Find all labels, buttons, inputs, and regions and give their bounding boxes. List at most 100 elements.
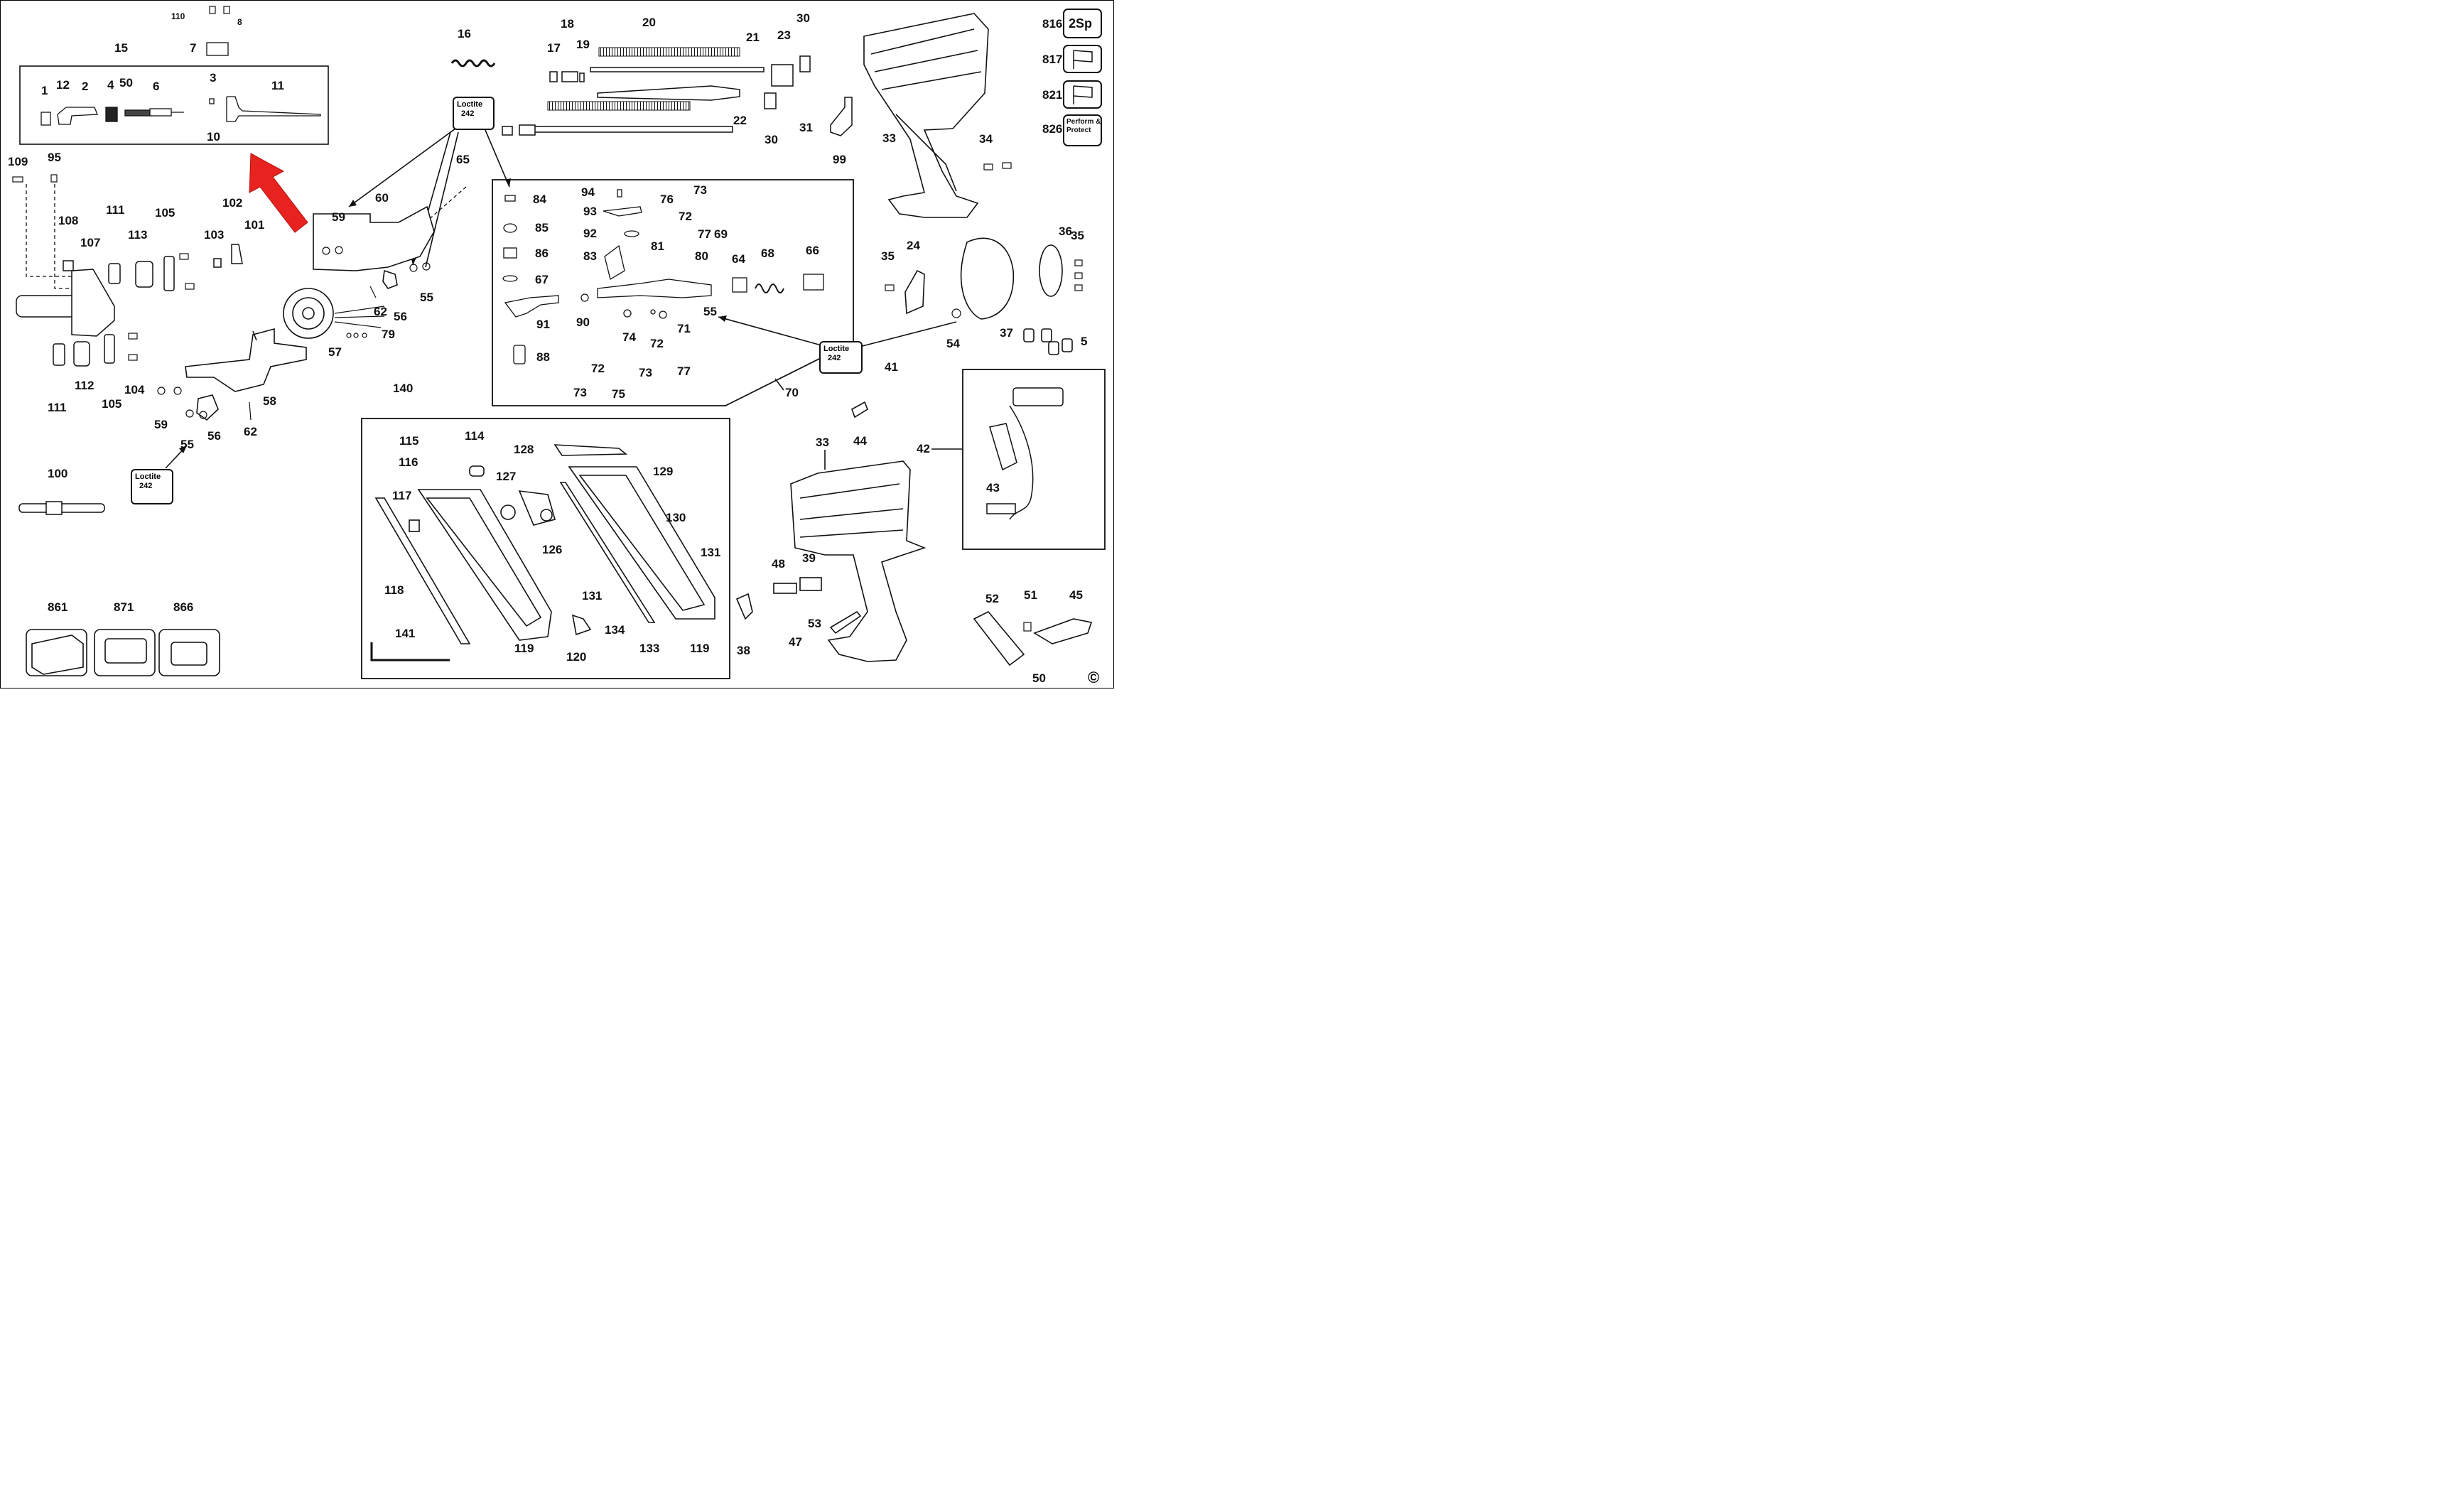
part-number-label: 64 — [732, 252, 745, 266]
perform-protect-label: Perform & Protect — [1066, 118, 1101, 134]
part-number-label: 81 — [651, 239, 664, 253]
part-number-label: 16 — [458, 27, 471, 40]
part-number-label: 88 — [536, 350, 550, 364]
part-number-label: 114 — [465, 429, 485, 443]
part-number-label: 105 — [102, 397, 122, 411]
part-number-label: 111 — [106, 203, 125, 217]
part-number-label: 116 — [399, 455, 418, 469]
part-number-label: 56 — [394, 310, 407, 323]
part-number-label: 55 — [703, 305, 717, 318]
part-number-label: 17 — [547, 41, 561, 55]
part-number-label: 36 — [1059, 225, 1072, 238]
part-number-label: 119 — [514, 642, 534, 655]
part-number-label: 112 — [75, 379, 94, 392]
part-number-label: 33 — [816, 436, 829, 449]
part-number-label: 816 — [1042, 17, 1063, 31]
part-number-label: 131 — [701, 546, 721, 559]
part-number-label: 74 — [622, 330, 636, 344]
part-number-label: 105 — [155, 206, 175, 220]
part-number-label: 6 — [153, 80, 160, 93]
part-number-label: 15 — [114, 41, 128, 55]
part-number-label: 115 — [399, 434, 419, 448]
part-number-label: 42 — [917, 442, 930, 455]
part-number-label: 35 — [881, 249, 895, 263]
part-number-label: 22 — [733, 114, 747, 127]
subassembly-box-140 — [361, 418, 730, 679]
part-number-label: 54 — [946, 337, 960, 350]
part-number-label: 141 — [395, 627, 416, 640]
part-number-label: 34 — [979, 132, 993, 146]
part-number-label: 62 — [244, 425, 257, 438]
part-number-label: 131 — [582, 589, 603, 603]
part-number-label: 80 — [695, 249, 708, 263]
part-number-label: 11 — [271, 79, 284, 92]
part-number-label: 21 — [746, 31, 760, 44]
part-number-label: 101 — [244, 218, 265, 232]
part-number-label: 59 — [332, 210, 345, 224]
part-number-label: 19 — [576, 38, 590, 51]
subassembly-box-15 — [19, 65, 329, 145]
part-number-label: 108 — [58, 214, 79, 227]
part-number-label: 10 — [207, 130, 220, 144]
part-number-label: 56 — [207, 429, 221, 443]
part-number-label: 70 — [785, 386, 799, 399]
part-number-label: 104 — [124, 383, 145, 396]
part-number-label: 113 — [128, 228, 148, 242]
part-number-label: 30 — [796, 11, 810, 25]
part-number-label: 3 — [210, 71, 217, 85]
part-number-label: 130 — [666, 511, 686, 524]
part-number-label: 79 — [382, 328, 395, 341]
loctite-brand: Loctite — [135, 472, 161, 481]
part-number-label: 8 — [237, 17, 242, 27]
part-number-label: 134 — [605, 623, 625, 637]
part-number-label: 86 — [535, 247, 549, 260]
part-number-label: 129 — [653, 465, 674, 478]
loctite-code: 242 — [828, 354, 841, 362]
exploded-parts-diagram: Loctite 242 Loctite 242 Loctite 242 2Sp … — [0, 0, 1114, 688]
copyright-symbol: © — [1088, 669, 1100, 686]
part-number-label: 43 — [986, 481, 1000, 495]
part-number-label: 71 — [677, 322, 691, 335]
part-number-label: 73 — [573, 386, 587, 399]
spare-kit-label: 2Sp — [1069, 16, 1093, 31]
part-number-label: 50 — [119, 76, 133, 90]
loctite-note: Loctite 242 — [131, 469, 173, 504]
part-number-label: 92 — [583, 227, 597, 240]
loctite-brand: Loctite — [823, 345, 850, 353]
part-number-label: 20 — [642, 16, 656, 29]
part-number-label: 77 — [677, 364, 691, 378]
part-number-label: 24 — [907, 239, 920, 252]
flag-icon — [1073, 50, 1093, 104]
part-number-label: 39 — [802, 551, 816, 565]
part-number-label: 67 — [535, 273, 549, 286]
part-number-label: 31 — [799, 121, 813, 134]
part-number-label: 102 — [222, 196, 243, 210]
part-number-label: 51 — [1024, 588, 1037, 602]
part-number-label: 72 — [679, 210, 692, 223]
part-number-label: 12 — [56, 78, 70, 92]
part-number-label: 73 — [693, 183, 707, 197]
part-number-label: 871 — [114, 600, 134, 614]
part-number-label: 90 — [576, 315, 590, 329]
part-number-label: 50 — [1032, 671, 1046, 685]
red-arrow-icon — [249, 153, 308, 233]
part-number-label: 1 — [41, 84, 48, 97]
part-number-label: 33 — [882, 131, 896, 145]
part-number-label: 5 — [1081, 335, 1088, 348]
part-number-label: 83 — [583, 249, 597, 263]
part-number-label: 95 — [48, 151, 61, 164]
part-number-label: 35 — [1071, 229, 1084, 242]
part-number-label: 821 — [1042, 88, 1063, 102]
loctite-note: Loctite 242 — [453, 97, 495, 130]
loctite-note: Loctite 242 — [819, 341, 863, 374]
part-number-label: 120 — [566, 650, 587, 664]
part-number-label: 119 — [690, 642, 710, 655]
part-number-label: 127 — [496, 470, 517, 483]
part-number-label: 826 — [1042, 122, 1063, 136]
subassembly-box-70 — [492, 179, 854, 406]
part-number-label: 91 — [536, 318, 550, 331]
part-number-label: 53 — [808, 617, 821, 630]
part-number-label: 99 — [833, 153, 846, 166]
part-number-label: 128 — [514, 443, 534, 456]
part-number-label: 126 — [542, 543, 563, 556]
